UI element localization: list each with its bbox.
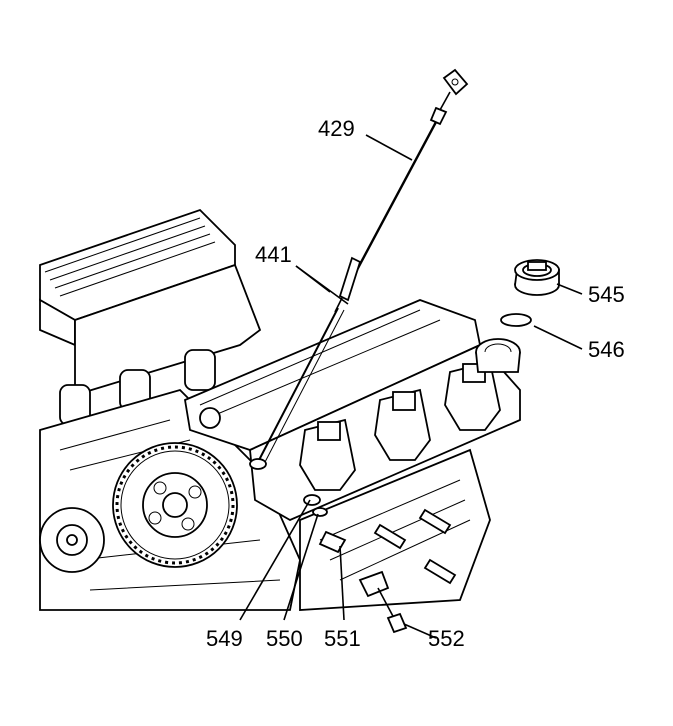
callout-549: 549 — [206, 626, 243, 651]
callout-546: 546 — [588, 337, 625, 362]
callout-552: 552 — [428, 626, 465, 651]
callout-550: 550 — [266, 626, 303, 651]
callout-441: 441 — [255, 242, 292, 267]
engine-assembly — [39, 208, 521, 611]
oil-fill-cap-545 — [514, 259, 560, 296]
callout-labels: 429 441 545 546 549 550 551 552 — [206, 116, 625, 651]
callout-545: 545 — [588, 282, 625, 307]
o-ring-546 — [500, 313, 532, 327]
callout-429: 429 — [318, 116, 355, 141]
leader-lines — [239, 134, 583, 639]
callout-551: 551 — [324, 626, 361, 651]
small-parts-549-552 — [303, 494, 408, 634]
ignition-coils — [299, 360, 501, 491]
dipstick-tube-441 — [249, 256, 362, 470]
